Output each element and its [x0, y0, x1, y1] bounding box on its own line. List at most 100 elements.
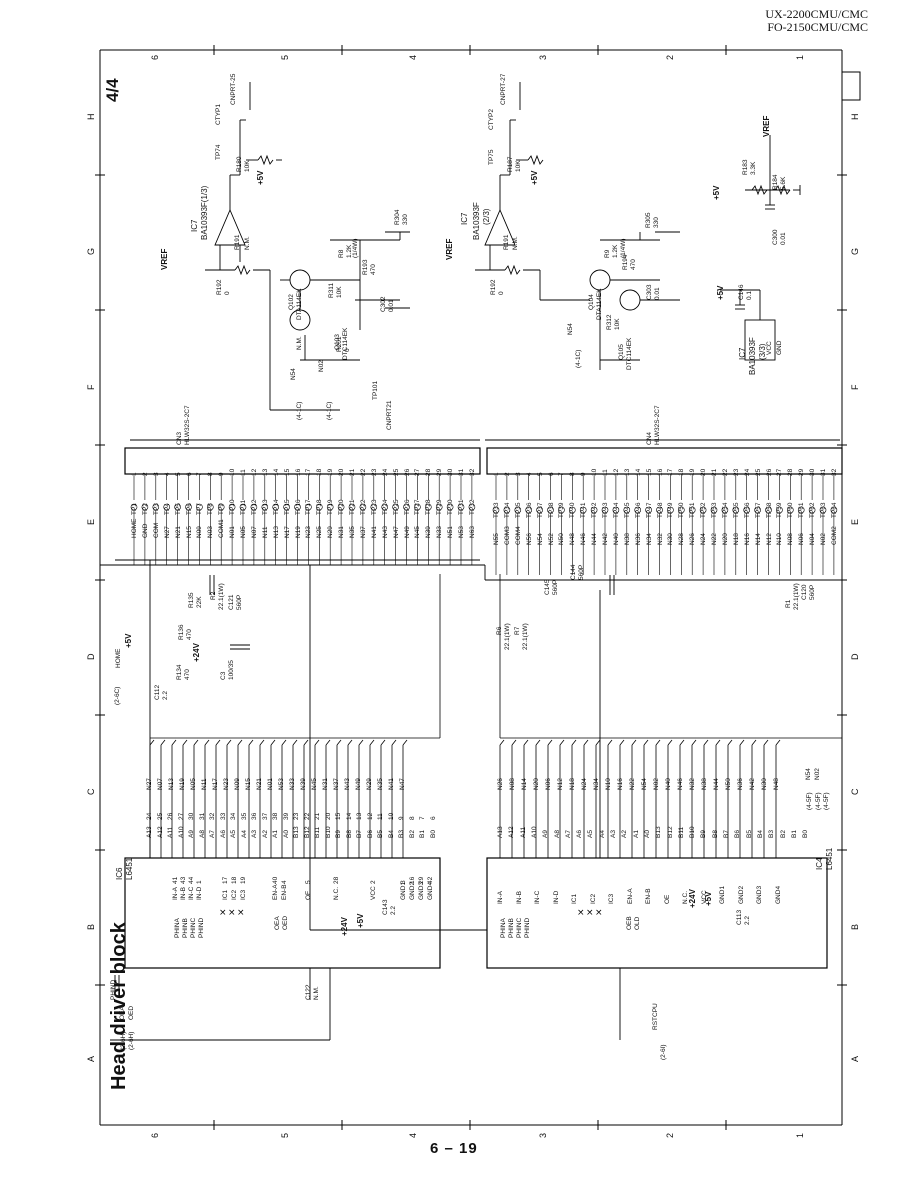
- cn4-body: [486, 447, 843, 475]
- cn3-signal: N41: [370, 526, 378, 538]
- label-r192: R192: [490, 279, 497, 295]
- ic6-right-pin: B7: [356, 830, 363, 838]
- model-line-1: UX-2200CMU/CMC: [765, 7, 868, 21]
- cn3-pin-number: 8: [207, 472, 215, 476]
- cn3-test-point: TP21: [349, 499, 356, 515]
- ic6-right-pin-number: 37: [261, 812, 269, 820]
- label-c112v: 2.2: [162, 690, 169, 700]
- wire: [667, 739, 673, 746]
- cn3-pin-number: 30: [447, 468, 455, 476]
- ic6-net: N49: [355, 778, 362, 790]
- cn3-test-point: TP20: [338, 499, 346, 515]
- label-plus5v: +5V: [256, 170, 265, 185]
- ic6-right-pin: B6: [366, 830, 374, 838]
- cn4-pin-number: 13: [623, 468, 631, 476]
- ic6-right-pin-number: 11: [377, 813, 384, 820]
- label-c145v: 560P: [552, 579, 559, 595]
- label-plus24v: +24V: [192, 643, 201, 662]
- cn3-test-point: TP11: [240, 499, 247, 515]
- label-q105p: DTC114EK: [626, 337, 633, 370]
- label-phasa: PHINA: [174, 918, 181, 938]
- cn4-pin-number: 29: [798, 468, 806, 476]
- label-r192: R192: [216, 279, 223, 295]
- grid-row-right-F: F: [850, 384, 860, 391]
- ic4-left-pin: IC1: [571, 893, 578, 904]
- ic4-bus: [499, 574, 842, 858]
- cn3-signal: COM1: [218, 519, 226, 538]
- label-c143v: 2.2: [390, 905, 397, 915]
- cn4-signal: N08: [787, 533, 795, 545]
- ic6-right-pin: B4: [387, 830, 395, 838]
- label-r193v: 470: [370, 264, 377, 275]
- cn4-signal: N30: [667, 533, 675, 545]
- label-r192v: 0: [224, 291, 231, 295]
- ic6-net: N07: [157, 778, 164, 790]
- label-r1_4w: (1/4W): [620, 238, 627, 259]
- label-r136v: 470: [186, 629, 193, 640]
- ic6-right-pin: A2: [261, 830, 269, 838]
- cn3-signal: N25: [316, 526, 324, 538]
- ic4-left-pin: IC2: [589, 893, 597, 904]
- cn3-pin-number: 1: [131, 472, 138, 476]
- ic6-right-pin-number: 33: [219, 812, 227, 820]
- label-ref_4_5f: (4-5F): [815, 792, 822, 810]
- label-c303v: 0.01: [654, 287, 661, 300]
- cn4-pin-number: 26: [765, 468, 773, 476]
- label-r304v: 330: [402, 214, 409, 225]
- wire: [204, 739, 210, 746]
- cn4-pin-number: 19: [689, 468, 697, 476]
- cn4-pin-number: 28: [787, 468, 795, 476]
- ic4-left-pin: IN-D: [552, 890, 560, 904]
- cn4-test-point: TP64: [830, 502, 838, 518]
- cn4-test-point: TP33: [493, 502, 500, 518]
- cn3-test-point: TP18: [316, 499, 324, 515]
- ic6-net: N15: [245, 778, 252, 790]
- cn3-test-point: TP8: [207, 503, 215, 515]
- ic6-right-pin: B1: [419, 830, 426, 838]
- ic6-left-pin: IC1: [222, 889, 229, 900]
- label-old: OLD: [634, 916, 641, 930]
- cn4-test-point: TP52: [700, 502, 708, 518]
- label-phasc: PHINC: [516, 917, 523, 938]
- cn3-signal: N33: [436, 526, 444, 538]
- ic6-right-pin: B13: [293, 826, 300, 838]
- grid-row-right-H: H: [850, 113, 860, 121]
- ic6-net: N27: [146, 778, 153, 790]
- cn4-pins: [492, 474, 838, 575]
- ic6-right-pin: B10: [324, 826, 332, 838]
- wire: [643, 739, 649, 746]
- label-rstcpu: RSTCPU: [652, 1003, 659, 1030]
- ic6-left-pin: OE: [305, 890, 312, 900]
- ic6-right-pin-number: 27: [177, 812, 185, 820]
- cn4-signal: N56: [525, 533, 533, 545]
- ic4-net: N12: [557, 778, 564, 790]
- ic6-right-pin-number: 24: [146, 812, 153, 820]
- ic6-right-pin-number: 20: [324, 812, 332, 820]
- ic4-right-pin: B2: [779, 830, 787, 838]
- cn4-signal: N26: [689, 533, 697, 545]
- ic6-left-pin: GND4: [427, 881, 434, 900]
- cn3-signal: N13: [272, 526, 280, 538]
- ic4-net: N36: [737, 778, 744, 790]
- wire: [281, 739, 287, 746]
- ic4-right-pin: A4: [598, 830, 606, 838]
- ic6-right-pin-number: 14: [345, 812, 353, 820]
- label-vref: VREF: [160, 248, 169, 270]
- cn3-test-point: TP3: [152, 503, 160, 515]
- ic6-left-pin: IC3: [240, 889, 247, 900]
- cn4-signal: N32: [656, 533, 664, 545]
- label-plus24v: +24V: [688, 889, 697, 908]
- label-r1v: 22.1(1W): [793, 583, 800, 610]
- ic7-2-part: BA10393F: [472, 202, 481, 240]
- cn3-signal: N43: [381, 526, 389, 538]
- cn4-pin-number: 31: [820, 468, 827, 476]
- label-phasb: PHINB: [508, 918, 515, 938]
- label-nm: N.M.: [244, 236, 251, 250]
- ic6-body: [124, 857, 441, 969]
- cn4-pin-number: 7: [558, 472, 566, 476]
- wire: [535, 739, 541, 746]
- ic6-left-pin: IN-C: [188, 886, 195, 900]
- label-phasb: PHINB: [182, 918, 189, 938]
- label-r201: R201: [336, 336, 343, 352]
- cn4-test-point: TP55: [732, 502, 740, 518]
